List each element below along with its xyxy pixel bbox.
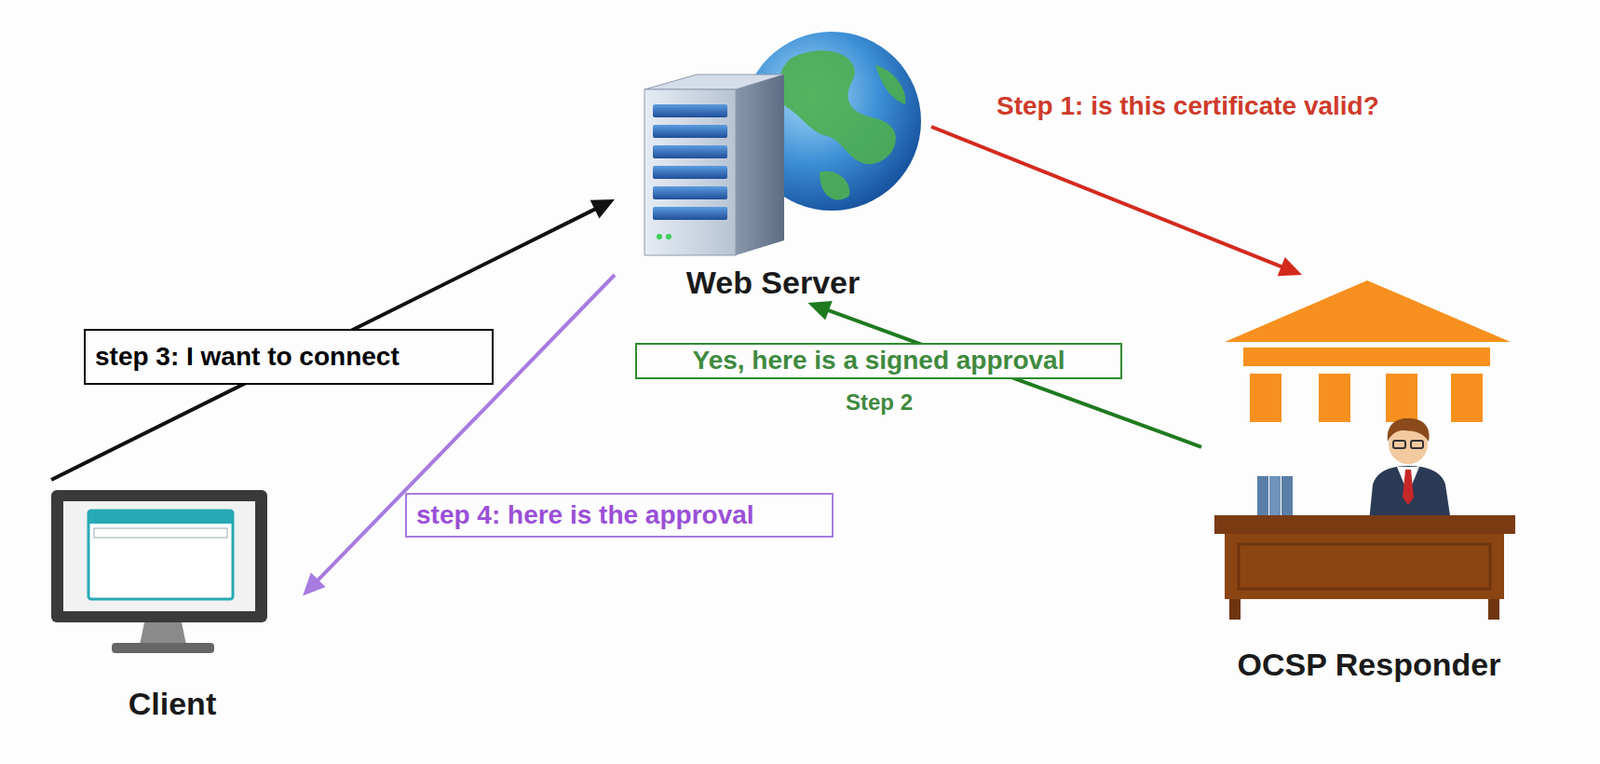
server-light bbox=[656, 233, 663, 240]
arrow-head bbox=[590, 199, 615, 219]
clerk-suit bbox=[1369, 465, 1451, 522]
arrow-head bbox=[302, 572, 326, 597]
monitor-neck bbox=[139, 622, 187, 645]
browser-titlebar bbox=[88, 510, 233, 524]
server-slot bbox=[652, 104, 728, 118]
globe-continent bbox=[875, 65, 906, 105]
node-caption: OCSP Responder bbox=[1201, 646, 1537, 683]
server-slot bbox=[652, 206, 728, 220]
arrow-line bbox=[931, 126, 1285, 269]
server-front bbox=[644, 89, 736, 256]
desk-leg bbox=[1229, 598, 1241, 620]
bank-column bbox=[1249, 373, 1282, 422]
node-label: OCSP Responder bbox=[1237, 646, 1502, 683]
bank-column bbox=[1385, 373, 1418, 422]
book bbox=[1257, 475, 1269, 516]
desk-leg bbox=[1488, 598, 1500, 620]
flow-arrow bbox=[51, 199, 615, 480]
icon-node: OCSP Responder bbox=[1201, 274, 1537, 685]
browser-window bbox=[88, 510, 233, 599]
server-side bbox=[735, 74, 785, 256]
bank-beam bbox=[1243, 347, 1491, 367]
boxed-step-label: step 4: here is the approval bbox=[405, 492, 834, 538]
clerk-glasses bbox=[1393, 440, 1406, 448]
node-caption: Web Server bbox=[614, 264, 932, 301]
browser-urlbar bbox=[94, 528, 228, 538]
monitor-icon bbox=[51, 489, 268, 653]
server-slot bbox=[652, 145, 728, 159]
clerk-figure bbox=[1257, 418, 1451, 522]
server-slot bbox=[652, 186, 728, 200]
flow-arrow bbox=[931, 126, 1302, 276]
server-slot bbox=[652, 124, 728, 138]
book bbox=[1269, 475, 1281, 516]
icon-node: Web Server bbox=[614, 23, 932, 303]
arrow-head bbox=[1277, 257, 1302, 276]
bank-column bbox=[1318, 373, 1351, 422]
server-light bbox=[665, 233, 672, 240]
bank-column bbox=[1450, 373, 1483, 422]
desk-panel bbox=[1238, 543, 1491, 589]
globe-continent bbox=[819, 171, 850, 201]
bank-roof bbox=[1224, 280, 1511, 342]
server-slot bbox=[652, 165, 728, 179]
flow-arrow bbox=[302, 274, 615, 596]
step-number: Step 2 bbox=[841, 389, 917, 416]
node-caption: Client bbox=[41, 685, 303, 722]
arrow-head bbox=[807, 300, 832, 321]
bank-icon bbox=[1224, 280, 1511, 422]
monitor-base bbox=[111, 642, 215, 653]
server-icon bbox=[644, 74, 785, 256]
boxed-step-label: step 3: I want to connect bbox=[83, 328, 494, 385]
clerk-tie bbox=[1402, 469, 1414, 505]
desk-body bbox=[1224, 533, 1505, 599]
monitor-frame bbox=[51, 489, 268, 623]
desk bbox=[1214, 515, 1516, 620]
boxed-step-label: Yes, here is a signed approval bbox=[635, 342, 1123, 380]
monitor-screen bbox=[63, 501, 256, 611]
step-label: Step 1: is this certificate valid? bbox=[992, 87, 1384, 125]
book bbox=[1281, 475, 1293, 516]
clerk-hair bbox=[1387, 418, 1430, 442]
node-label: Web Server bbox=[686, 264, 860, 301]
icon-node: Client bbox=[41, 479, 303, 724]
desk-top bbox=[1214, 515, 1516, 534]
clerk-glasses bbox=[1410, 440, 1424, 448]
arrow-line bbox=[51, 207, 598, 480]
node-label: Client bbox=[128, 685, 217, 722]
